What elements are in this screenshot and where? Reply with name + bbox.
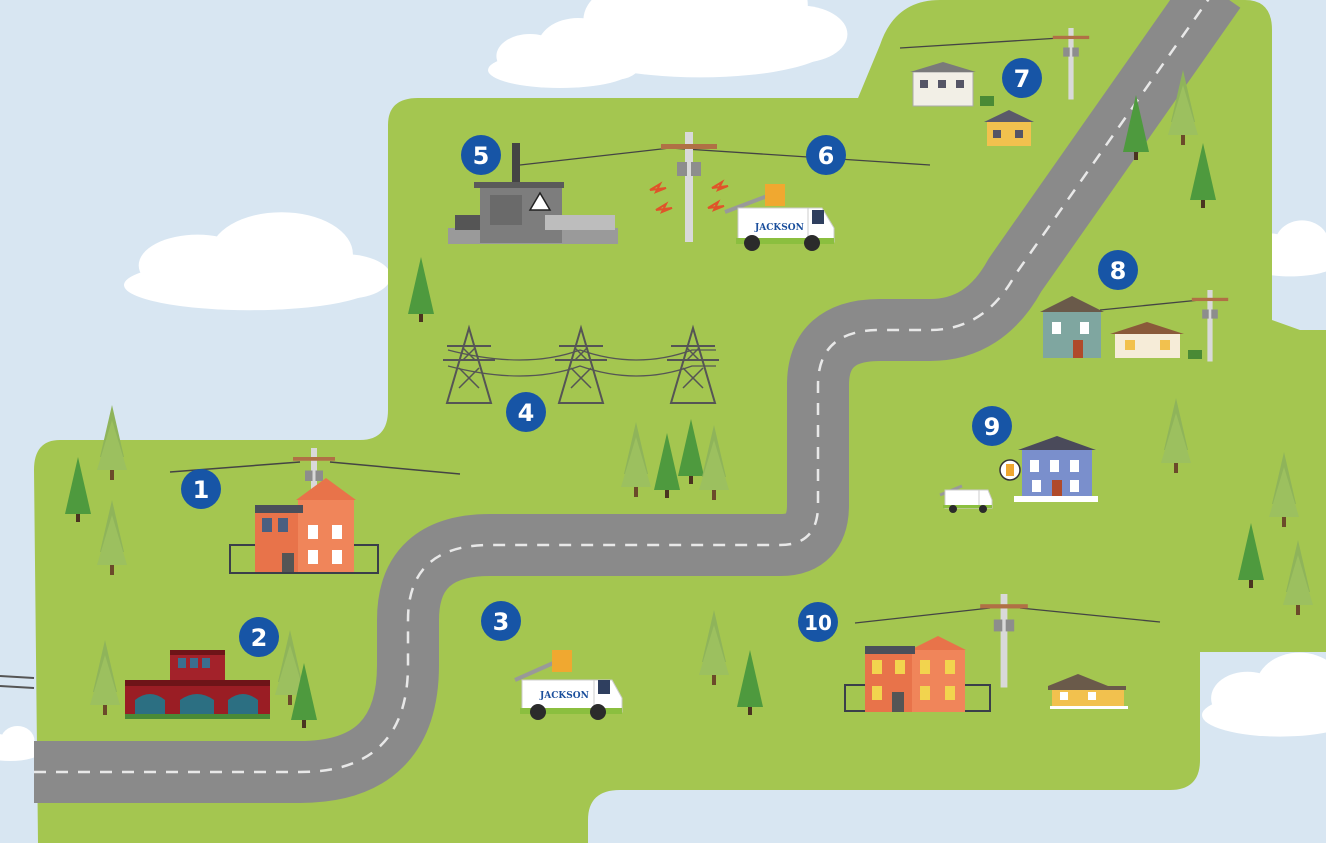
marker-circle-8 (1098, 250, 1138, 290)
small-truck-9 (939, 484, 993, 513)
marker-2[interactable]: 2 (239, 617, 279, 657)
brick-house-1 (169, 448, 461, 574)
bucket-truck-3: JACKSON (514, 650, 623, 720)
marker-9[interactable]: 9 (972, 406, 1012, 446)
location-markers: 1 2 3 4 5 6 7 8 9 10 (181, 58, 1138, 657)
marker-8[interactable]: 8 (1098, 250, 1138, 290)
marker-label-4: 4 (518, 399, 535, 427)
houses-8 (1040, 290, 1229, 362)
marker-label-1: 1 (193, 476, 210, 504)
transmission-towers (442, 327, 720, 404)
marker-10[interactable]: 10 (798, 602, 838, 642)
marker-circle-6 (806, 135, 846, 175)
marker-1[interactable]: 1 (181, 469, 221, 509)
marker-circle-3 (481, 601, 521, 641)
bucket-truck-6: JACKSON (724, 184, 835, 251)
marker-6[interactable]: 6 (806, 135, 846, 175)
truck-brand-6: JACKSON (754, 223, 804, 233)
marker-circle-7 (1002, 58, 1042, 98)
marker-label-2: 2 (251, 624, 268, 652)
brick-house-10 (844, 594, 1161, 712)
marker-label-8: 8 (1110, 257, 1127, 285)
houses-7 (899, 28, 1090, 146)
power-substation (448, 143, 671, 244)
marker-3[interactable]: 3 (481, 601, 521, 641)
marker-label-3: 3 (493, 608, 510, 636)
sparking-pole (649, 132, 931, 242)
marker-circle-2 (239, 617, 279, 657)
road (34, 0, 1241, 803)
marker-circle-10 (798, 602, 838, 642)
marker-7[interactable]: 7 (1002, 58, 1042, 98)
marker-circle-5 (461, 135, 501, 175)
fire-station (125, 650, 270, 719)
marker-label-6: 6 (818, 142, 835, 170)
marker-4[interactable]: 4 (506, 392, 546, 432)
marker-label-7: 7 (1014, 65, 1031, 93)
blue-house-9 (999, 436, 1098, 502)
marker-circle-4 (506, 392, 546, 432)
marker-label-5: 5 (473, 142, 490, 170)
left-edge-power-lines (0, 675, 35, 689)
marker-label-10: 10 (804, 611, 832, 635)
truck-brand-3: JACKSON (539, 691, 589, 701)
marker-circle-9 (972, 406, 1012, 446)
yellow-cottage-10 (1048, 674, 1128, 709)
marker-label-9: 9 (984, 413, 1001, 441)
marker-circle-1 (181, 469, 221, 509)
marker-5[interactable]: 5 (461, 135, 501, 175)
